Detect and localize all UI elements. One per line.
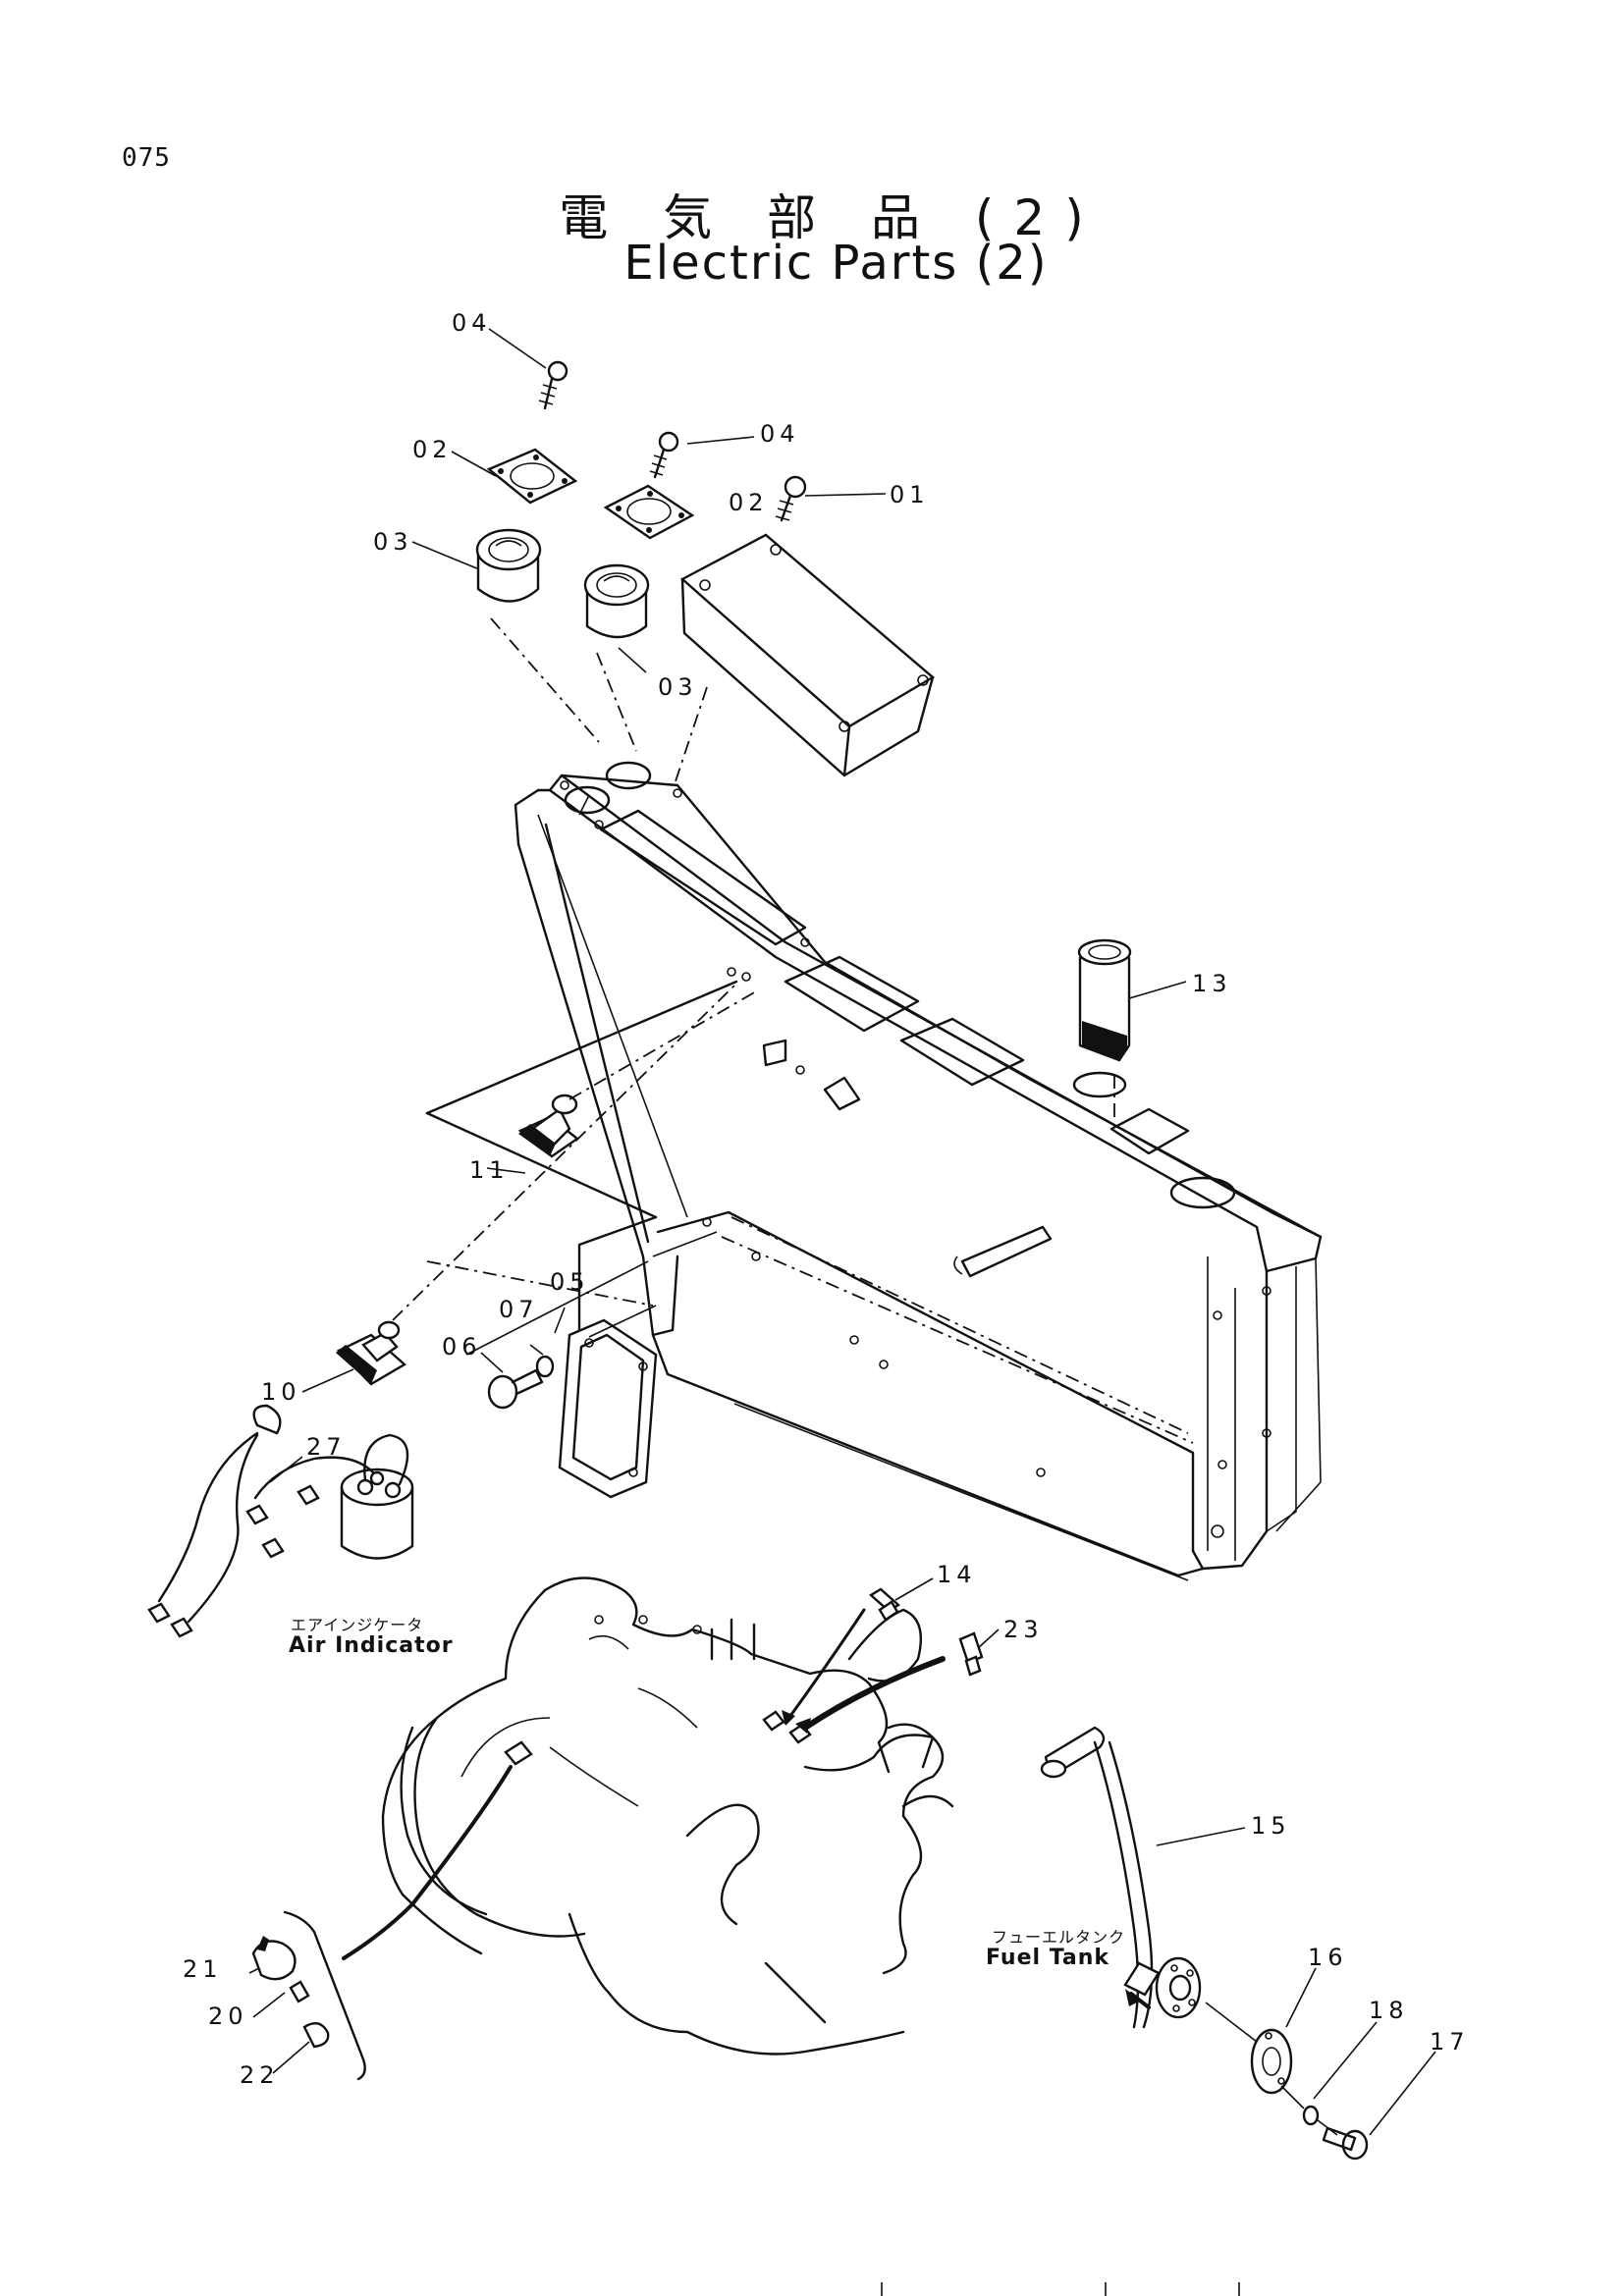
callout-04-right: 04 bbox=[760, 420, 800, 448]
callout-13: 13 bbox=[1192, 970, 1232, 997]
air-indicator-label-jp: エアインジケータ bbox=[291, 1616, 424, 1634]
sender-21 bbox=[251, 1936, 297, 1981]
callout-01: 01 bbox=[890, 481, 930, 508]
callout-03-right: 03 bbox=[658, 673, 698, 701]
callout-22: 22 bbox=[240, 2061, 280, 2089]
callout-11: 11 bbox=[469, 1156, 510, 1184]
callout-03-left: 03 bbox=[373, 528, 413, 556]
switch-mount-plane bbox=[425, 980, 738, 1356]
switch-11 bbox=[517, 1094, 580, 1158]
bolt-06 bbox=[487, 1368, 544, 1410]
callout-06: 06 bbox=[442, 1333, 482, 1361]
bezel-plate-02-right bbox=[603, 484, 695, 540]
callout-21: 21 bbox=[183, 1955, 223, 1983]
callout-16: 16 bbox=[1308, 1944, 1348, 1971]
leader-lines bbox=[248, 328, 1436, 2136]
screw-17 bbox=[1322, 2126, 1369, 2161]
air-indicator-27 bbox=[147, 1404, 414, 1638]
adapter-20 bbox=[289, 1980, 310, 2003]
bracket-21-22 bbox=[283, 1910, 366, 2081]
screw-04-left bbox=[538, 360, 568, 410]
cap-22 bbox=[302, 2021, 330, 2049]
sensor-arrows bbox=[782, 1608, 946, 1734]
dash-plane-lower bbox=[426, 1260, 657, 1338]
gasket-16 bbox=[1250, 2028, 1293, 2095]
fuel-tank-label-en: Fuel Tank bbox=[986, 1946, 1110, 1970]
cover-plate-05 bbox=[558, 1318, 658, 1499]
title-english: Electric Parts (2) bbox=[623, 236, 1049, 291]
assembly-lines-top bbox=[490, 617, 1115, 1119]
console-frame bbox=[514, 761, 1323, 1581]
callout-23: 23 bbox=[1003, 1616, 1044, 1643]
callout-04-left: 04 bbox=[452, 309, 492, 337]
fuel-sender-15 bbox=[1040, 1726, 1202, 2029]
callout-18: 18 bbox=[1369, 1997, 1409, 2024]
fuel-tank-label-jp: フューエルタンク bbox=[992, 1928, 1126, 1947]
page-number: 075 bbox=[122, 143, 171, 173]
title-japanese: 電 気 部 品 (2) bbox=[559, 189, 1104, 246]
callout-20: 20 bbox=[208, 2002, 248, 2030]
callout-27: 27 bbox=[306, 1433, 347, 1461]
washer-07 bbox=[535, 1355, 555, 1378]
washer-18 bbox=[1302, 2105, 1320, 2126]
callout-07: 07 bbox=[499, 1296, 539, 1323]
callout-02-left: 02 bbox=[412, 436, 453, 463]
sensor-23 bbox=[958, 1631, 984, 1677]
callout-05: 05 bbox=[550, 1268, 590, 1296]
sensor-14 bbox=[868, 1587, 901, 1622]
callout-17: 17 bbox=[1430, 2028, 1470, 2056]
bezel-plate-02-left bbox=[486, 448, 578, 505]
screw-01 bbox=[775, 475, 807, 522]
callout-14: 14 bbox=[937, 1561, 977, 1588]
callout-15: 15 bbox=[1251, 1812, 1291, 1840]
callout-10: 10 bbox=[261, 1378, 301, 1406]
lighter-13 bbox=[1077, 938, 1132, 1062]
switch-10 bbox=[336, 983, 757, 1386]
gauge-03-right bbox=[583, 563, 650, 639]
air-indicator-label-en: Air Indicator bbox=[289, 1633, 454, 1658]
cover-box bbox=[679, 533, 936, 777]
screw-04-right bbox=[649, 431, 679, 479]
gauge-03-left bbox=[475, 528, 542, 603]
callout-02-right: 02 bbox=[729, 489, 769, 516]
